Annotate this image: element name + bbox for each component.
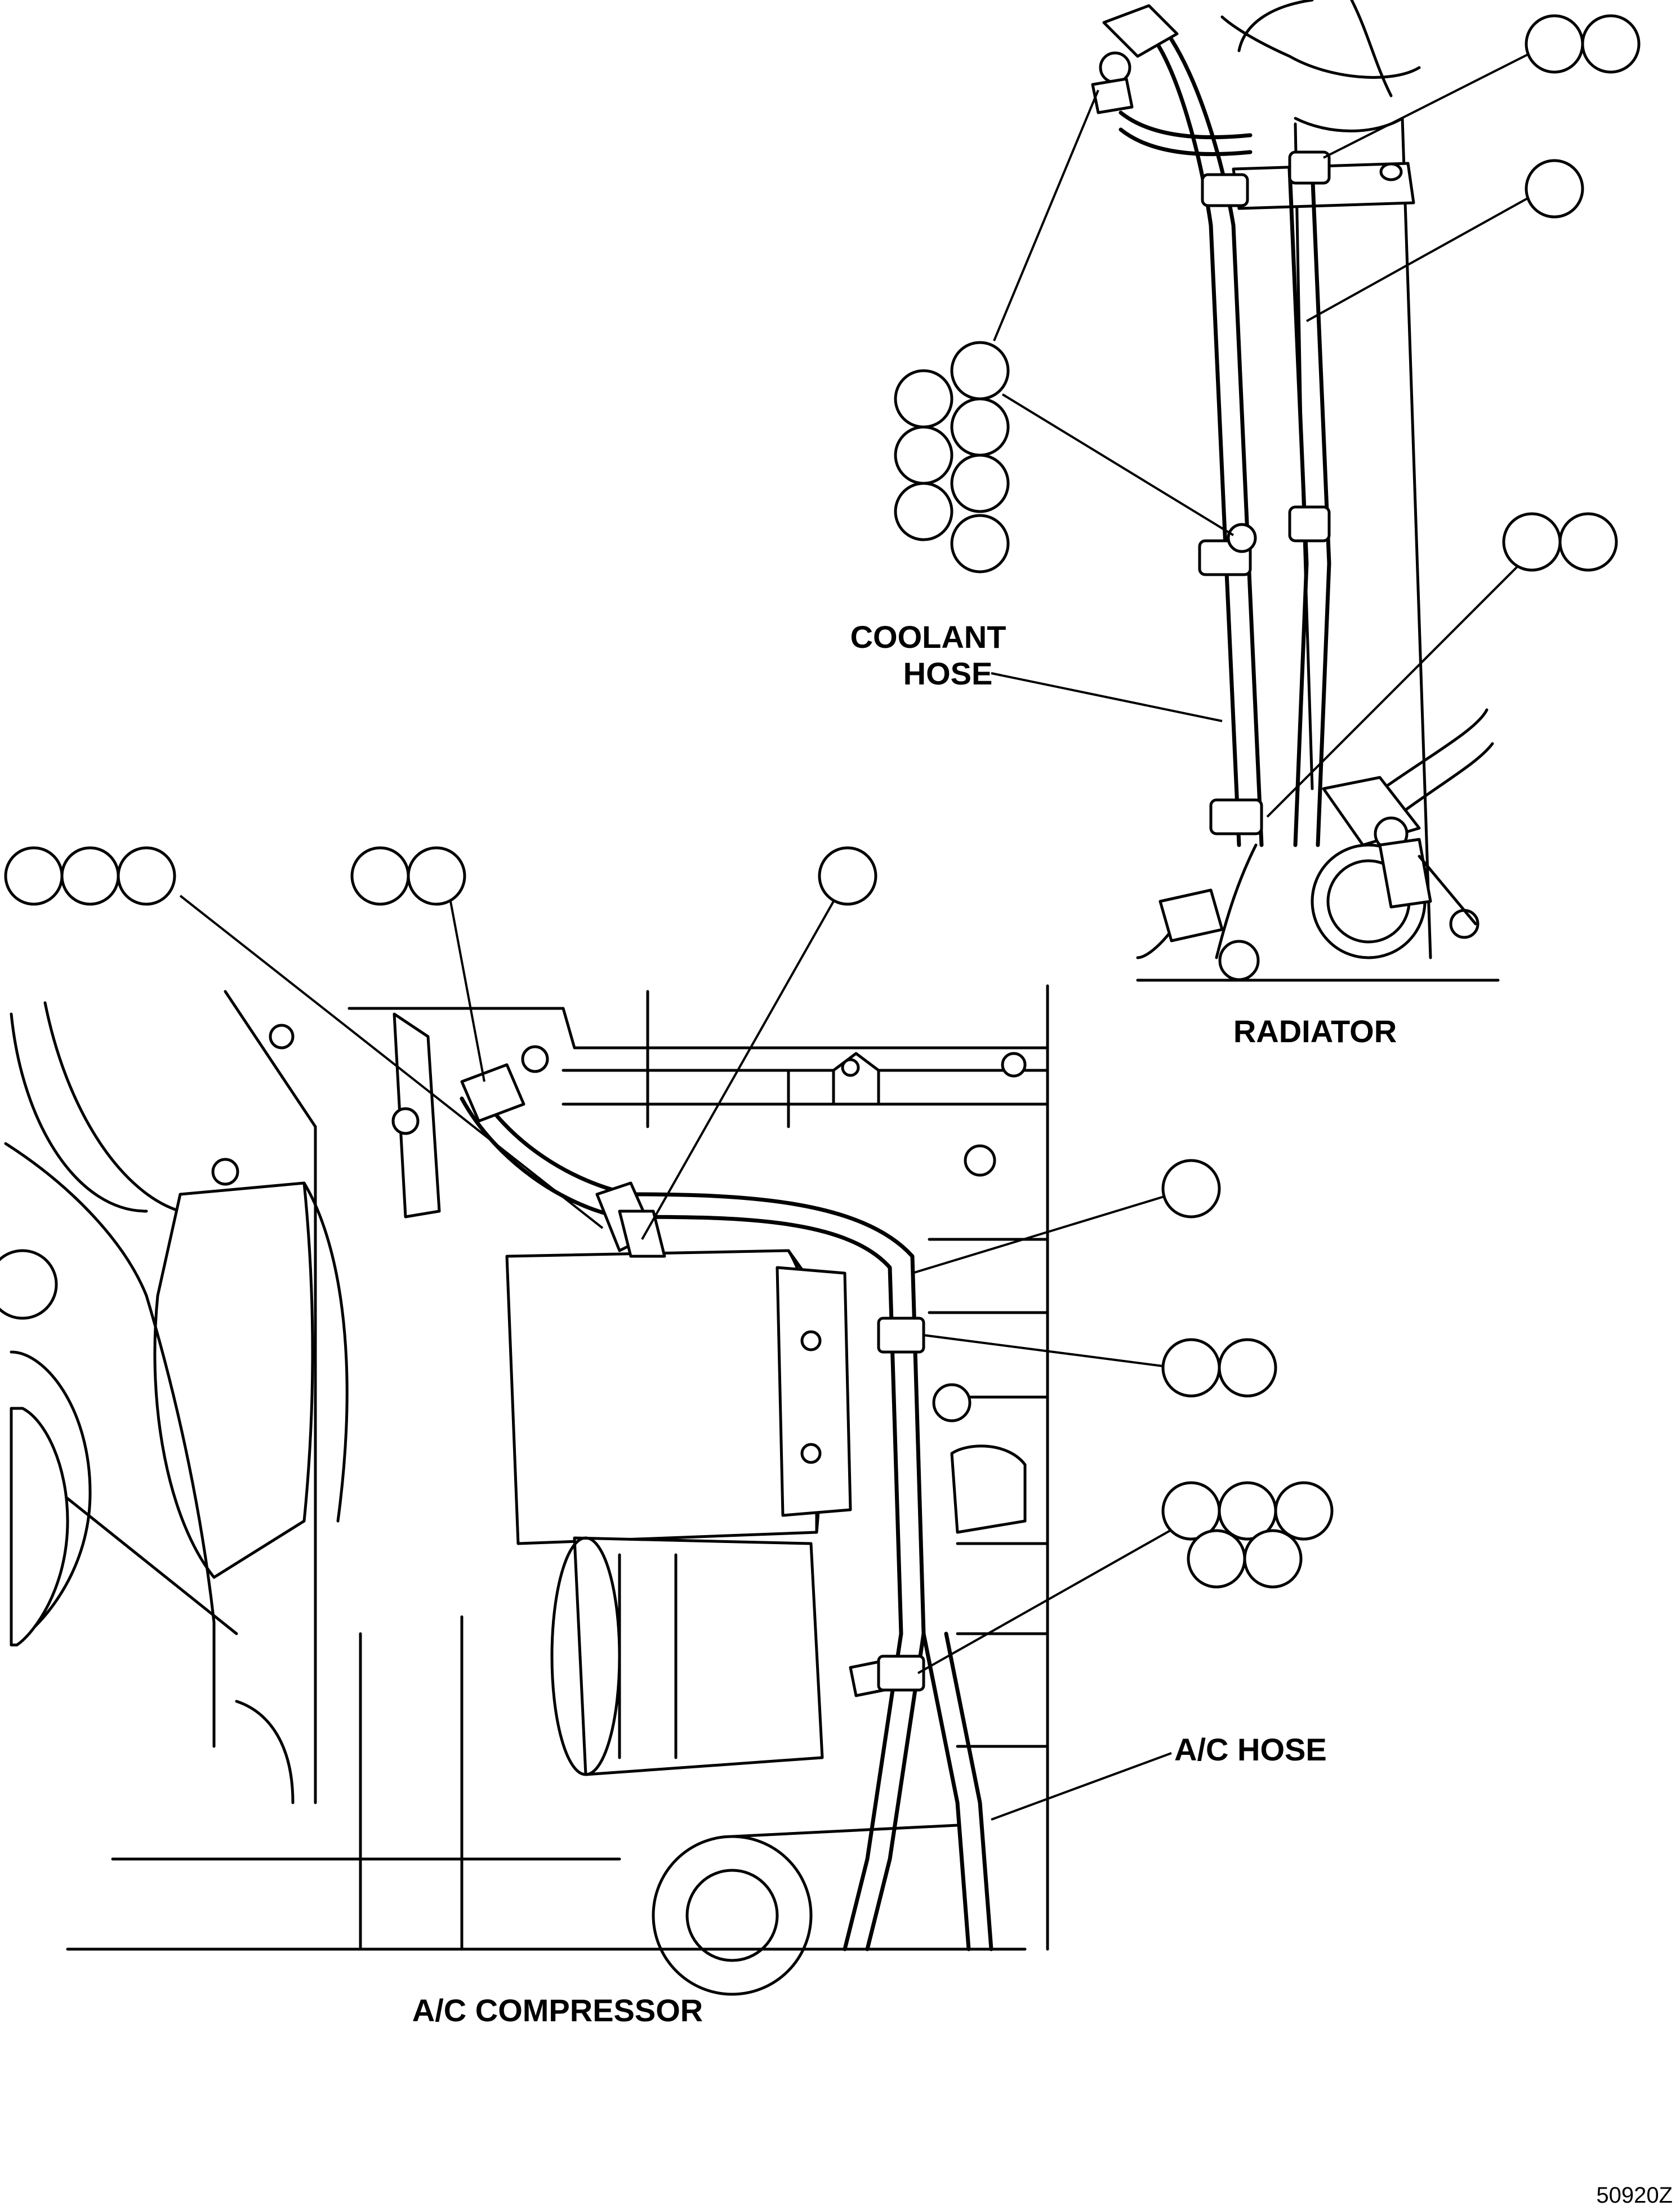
callout-balloon xyxy=(950,341,1010,401)
coolant-hose-leader xyxy=(991,672,1223,722)
callout-group-engine-left-triple xyxy=(4,846,604,1229)
callout-balloon xyxy=(894,425,953,485)
callout-group-radiator-lower-pair xyxy=(1266,512,1618,818)
callout-group-radiator-hose xyxy=(1306,159,1584,322)
radiator-detail-view xyxy=(1091,0,1500,982)
callout-balloon xyxy=(1502,512,1562,572)
coolant-hose-label-line1: COOLANT xyxy=(850,619,1006,655)
callout-balloon xyxy=(1525,14,1584,74)
callout-balloon xyxy=(950,514,1010,573)
callout-balloon xyxy=(4,846,64,906)
callout-balloon xyxy=(1218,1338,1277,1398)
callout-balloon xyxy=(60,846,120,906)
callout-balloon xyxy=(1187,1529,1246,1589)
callout-group-radiator-clamps-stack xyxy=(894,90,1235,573)
callout-group-engine-connector xyxy=(641,846,877,1240)
callout-group-engine-upper-clamp xyxy=(923,1334,1277,1398)
callout-balloon xyxy=(407,846,466,906)
callout-balloon xyxy=(350,846,410,906)
callout-group-engine-lower-clamp xyxy=(917,1481,1334,1674)
callout-balloon xyxy=(1558,512,1618,572)
ac-compressor-label: A/C COMPRESSOR xyxy=(412,1993,703,2028)
ac-hose-leader xyxy=(991,1752,1172,1821)
callout-balloon xyxy=(950,397,1010,457)
callout-balloon xyxy=(1161,1338,1221,1398)
callout-balloon xyxy=(1581,14,1641,74)
callout-group-engine-ac-line xyxy=(912,1159,1221,1274)
radiator-label: RADIATOR xyxy=(1233,1013,1397,1049)
callout-balloon xyxy=(1161,1159,1221,1219)
coolant-hose-label-line2: HOSE xyxy=(903,656,993,691)
callout-balloon xyxy=(818,846,877,906)
callout-group-radiator-top-pair xyxy=(1323,14,1641,159)
ac-hose-label: A/C HOSE xyxy=(1174,1732,1327,1767)
callout-group-engine-mid-pair xyxy=(350,846,485,1082)
callout-balloon xyxy=(1525,159,1584,219)
callout-balloon xyxy=(117,846,176,906)
ac-compressor-engine-view xyxy=(0,984,1049,1996)
callout-balloon xyxy=(1243,1529,1303,1589)
figure-number: 50920Z xyxy=(1596,2183,1673,2208)
callout-balloon xyxy=(894,369,953,429)
callout-balloon xyxy=(1274,1481,1334,1541)
callout-balloon xyxy=(894,482,953,541)
callout-balloon xyxy=(950,453,1010,513)
